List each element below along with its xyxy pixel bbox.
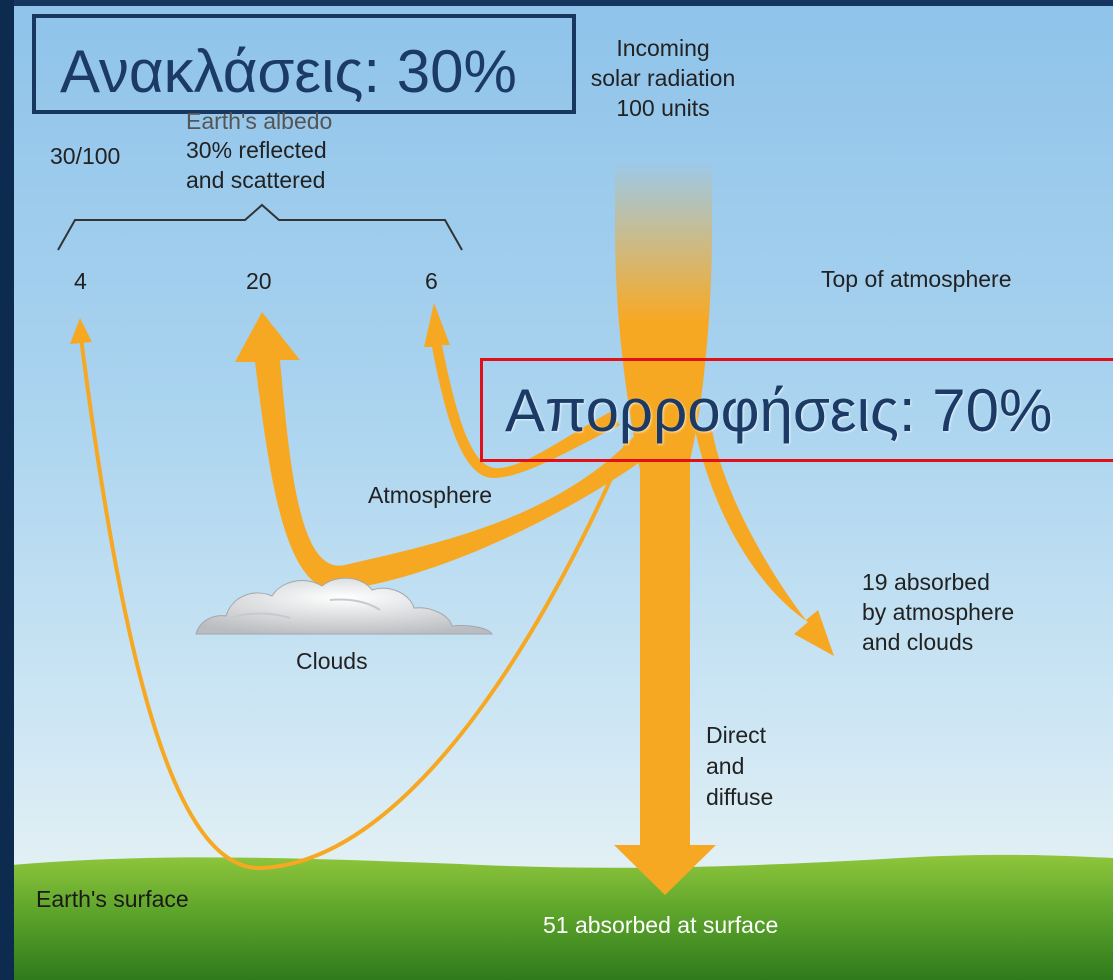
albedo-line3: and scattered (186, 167, 326, 193)
reflection-box: Ανακλάσεις: 30% (32, 14, 576, 114)
surface-reflection-arrowhead (70, 318, 92, 344)
reflected-clouds-value: 20 (246, 268, 272, 294)
cloud-shape (195, 577, 493, 635)
left-border (0, 0, 14, 980)
absorbed-atmosphere-line3: and clouds (862, 629, 974, 655)
absorption-atmosphere-arrow (695, 430, 834, 656)
cloud-reflection-arrow (235, 312, 650, 591)
albedo-line2: 30% reflected (186, 137, 327, 163)
albedo-line1: Earth's albedo (186, 108, 333, 134)
absorption-box-text: Απορροφήσεις: 70% (505, 377, 1053, 444)
absorbed-surface-label: 51 absorbed at surface (543, 912, 779, 938)
top-border (0, 0, 1113, 6)
surface-reflection-arrow (79, 337, 630, 871)
absorbed-atmosphere-line1: 19 absorbed (862, 569, 990, 595)
reflection-box-text: Ανακλάσεις: 30% (60, 38, 517, 105)
absorption-box: Απορροφήσεις: 70% (480, 358, 1113, 462)
albedo-bracket (57, 203, 463, 251)
atmosphere-label: Atmosphere (368, 482, 493, 508)
incoming-label-line1: Incoming (616, 35, 710, 61)
albedo-fraction: 30/100 (50, 143, 121, 169)
incoming-label-line2: solar radiation (590, 65, 736, 91)
direct-label-line3: diffuse (706, 784, 774, 810)
reflected-surface-value: 4 (74, 268, 87, 294)
direct-label-line2: and (706, 753, 745, 779)
top-of-atmosphere-label: Top of atmosphere (821, 266, 1012, 292)
incoming-label-line3: 100 units (616, 95, 710, 121)
direct-label-line1: Direct (706, 722, 767, 748)
incoming-beam (614, 160, 716, 895)
clouds-label: Clouds (296, 648, 368, 674)
earth-surface-label: Earth's surface (36, 886, 189, 912)
absorbed-atmosphere-line2: by atmosphere (862, 599, 1015, 625)
earth-surface-ground (0, 854, 1113, 980)
reflected-atmosphere-value: 6 (425, 268, 438, 294)
